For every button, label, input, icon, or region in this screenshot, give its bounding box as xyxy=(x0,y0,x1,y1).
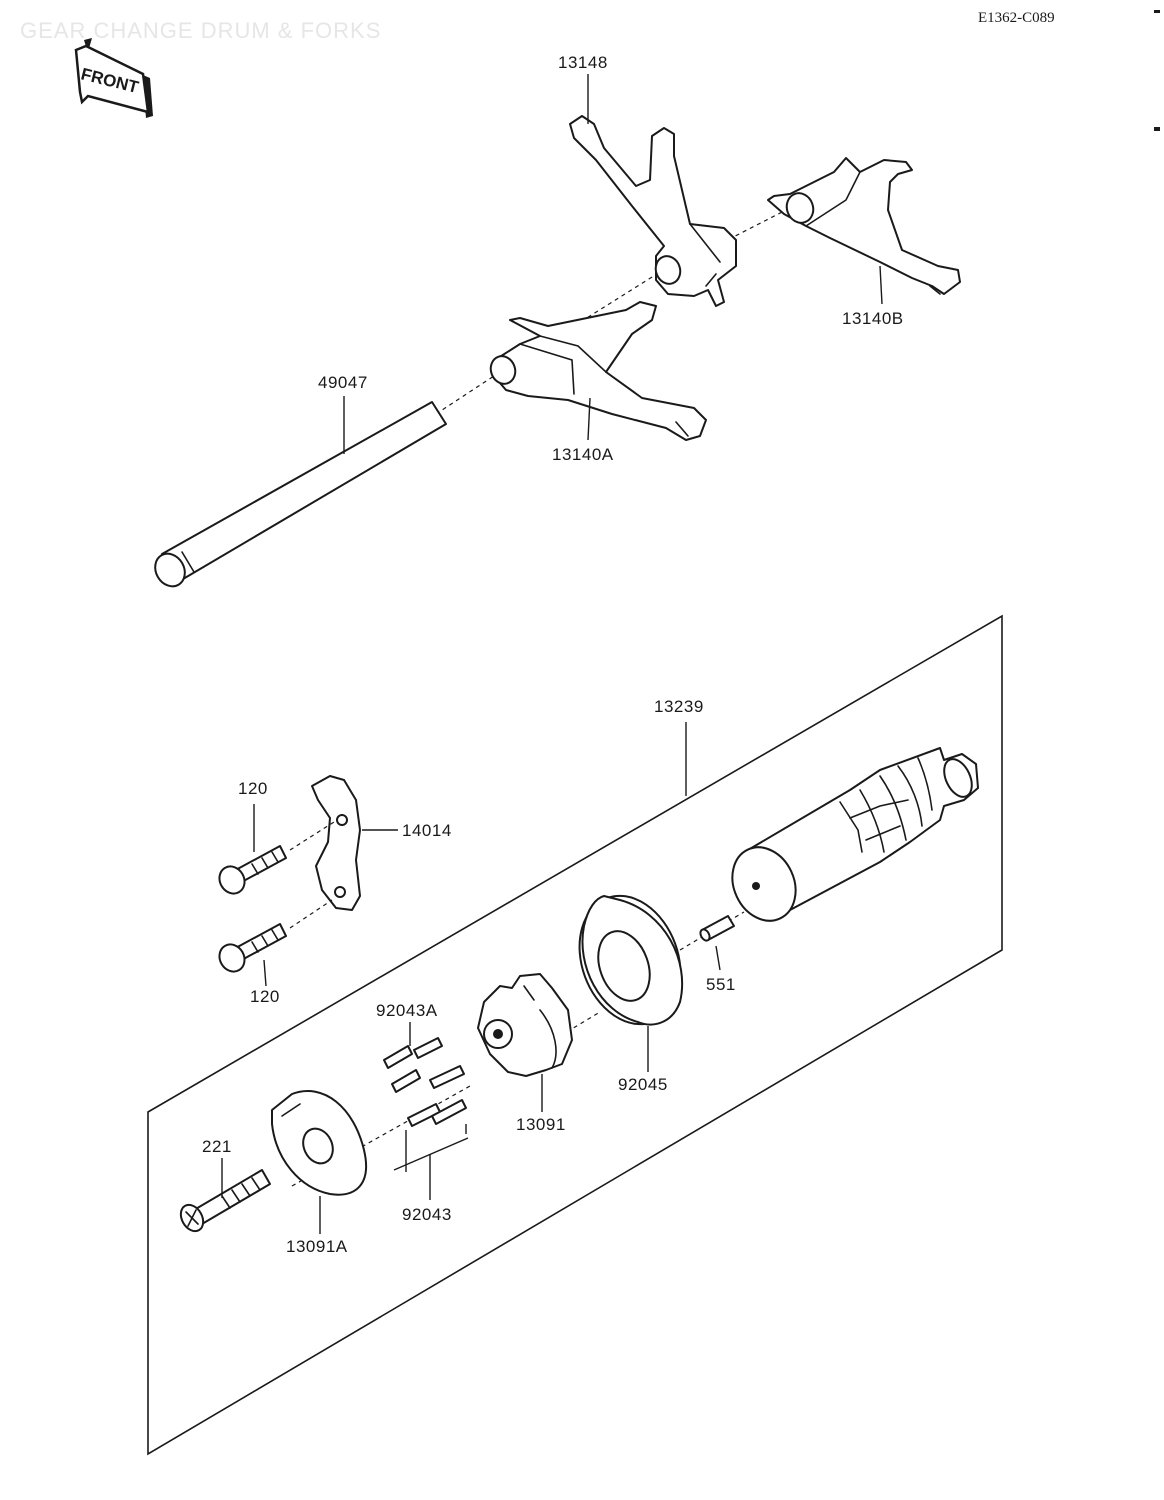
part-number-13091a: 13091A xyxy=(286,1237,348,1256)
drum-cam xyxy=(477,973,573,1077)
cam-pins xyxy=(383,1037,467,1127)
part-number-13239: 13239 xyxy=(654,697,704,716)
stopper-screw-upper xyxy=(218,821,335,895)
diagram-title: GEAR CHANGE DRUM & FORKS xyxy=(20,18,381,43)
stopper-screw-lower xyxy=(218,899,333,973)
part-number-13148: 13148 xyxy=(558,53,608,72)
part-number-120-lower: 120 xyxy=(250,987,280,1006)
part-number-49047: 49047 xyxy=(318,373,368,392)
leader-line xyxy=(587,397,591,441)
axis-line xyxy=(435,371,501,415)
plate-screw xyxy=(179,1169,271,1233)
part-number-221: 221 xyxy=(202,1137,232,1156)
shift-fork-top xyxy=(569,115,737,307)
drum-bearing xyxy=(578,894,684,1026)
shift-drum xyxy=(731,747,979,922)
part-number-551: 551 xyxy=(706,975,736,994)
leader-line xyxy=(879,265,883,305)
edge-mark xyxy=(1154,10,1160,13)
pins-bracket xyxy=(393,1124,469,1200)
drum-stopper xyxy=(311,775,361,911)
part-number-13140b: 13140B xyxy=(842,309,904,328)
part-number-120-upper: 120 xyxy=(238,779,268,798)
part-number-92045: 92045 xyxy=(618,1075,668,1094)
part-number-13091: 13091 xyxy=(516,1115,566,1134)
part-number-92043: 92043 xyxy=(402,1205,452,1224)
part-number-14014: 14014 xyxy=(402,821,452,840)
part-number-13140a: 13140A xyxy=(552,445,614,464)
leader-line xyxy=(263,959,267,987)
shift-fork-a xyxy=(489,301,707,441)
drum-pin xyxy=(699,915,735,942)
shift-fork-b xyxy=(767,157,961,295)
shift-fork-shaft xyxy=(154,401,447,588)
part-number-92043a: 92043A xyxy=(376,1001,438,1020)
drum-plate xyxy=(271,1090,368,1196)
edge-mark xyxy=(1154,127,1160,131)
assembly-frame xyxy=(147,614,1003,1456)
drawing-code: E1362-C089 xyxy=(978,10,1055,26)
front-direction-icon: FRONT xyxy=(74,38,153,118)
leader-line xyxy=(715,945,721,971)
